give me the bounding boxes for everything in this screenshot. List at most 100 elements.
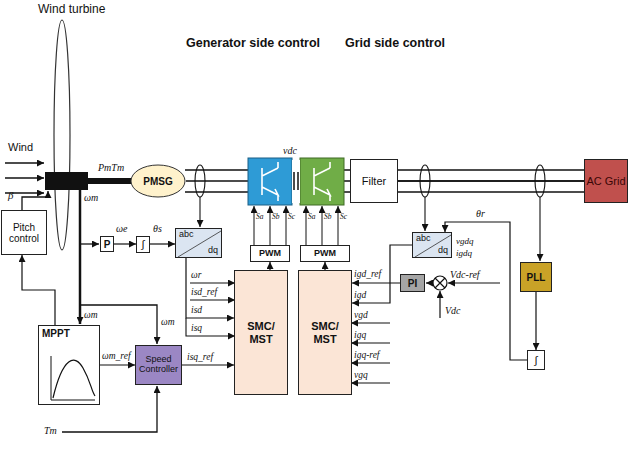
signal-name: θs bbox=[153, 224, 162, 234]
signal-name: igd bbox=[354, 291, 366, 301]
pitch-signal bbox=[22, 191, 48, 210]
signal-connector bbox=[398, 180, 584, 181]
signal-connector bbox=[324, 262, 325, 270]
signal-name: igq bbox=[354, 331, 366, 341]
node-text: Pitch control bbox=[2, 222, 46, 244]
grid-converter bbox=[300, 158, 344, 205]
wind-arrow bbox=[5, 162, 44, 163]
dc-link-capacitor bbox=[293, 172, 295, 190]
dc-link-capacitor bbox=[292, 160, 300, 203]
integrator-box: ∫ bbox=[136, 236, 150, 253]
node-text: dq bbox=[208, 246, 218, 256]
signal-connector bbox=[269, 262, 270, 270]
signal-connector bbox=[22, 255, 55, 325]
control-input bbox=[186, 283, 390, 383]
signal-connector bbox=[182, 364, 234, 365]
node-text: abc bbox=[416, 234, 431, 244]
summing-junction bbox=[448, 282, 500, 283]
signal-name: Sc bbox=[340, 213, 347, 221]
grid-box: AC Grid bbox=[584, 159, 628, 203]
signal-name: Wind turbine bbox=[38, 3, 105, 15]
signal-name: igq-ref bbox=[354, 351, 380, 361]
signal-name: ωm bbox=[84, 193, 98, 203]
node-text: dq bbox=[438, 246, 448, 256]
node-text: ∫ bbox=[141, 238, 144, 250]
generator-converter bbox=[262, 162, 278, 201]
control-input bbox=[186, 318, 235, 336]
signal-connector bbox=[352, 282, 400, 283]
turbine-blade bbox=[54, 20, 70, 250]
sensor-wire bbox=[199, 197, 200, 227]
signal-name: Sc bbox=[288, 213, 295, 221]
filter-box: Filter bbox=[350, 159, 398, 203]
speed-signal bbox=[80, 190, 157, 344]
control-input bbox=[351, 342, 390, 343]
mppt-box: MPPT bbox=[38, 325, 100, 405]
node-text: P bbox=[104, 239, 111, 250]
control-input bbox=[351, 382, 390, 383]
node-text: PWM bbox=[259, 249, 281, 259]
signal-name: ωr bbox=[191, 271, 201, 281]
summing-junction bbox=[426, 276, 500, 318]
signal-connector bbox=[150, 243, 175, 244]
generator-outline bbox=[131, 165, 185, 197]
signal-name: isq_ref bbox=[187, 353, 213, 363]
section-heading: Generator side control bbox=[186, 37, 320, 50]
speed-signal bbox=[80, 243, 99, 244]
signal-name: igdq bbox=[456, 249, 472, 258]
signal-name: Sa bbox=[256, 213, 264, 221]
signal-name: ωm bbox=[161, 318, 175, 328]
signal-name: Vdc bbox=[445, 306, 461, 316]
node-text: SMC/ MST bbox=[235, 320, 287, 344]
signal-name: Vdc-ref bbox=[450, 270, 480, 280]
node-text: Filter bbox=[362, 175, 386, 187]
signal-name: vgdq bbox=[456, 237, 474, 246]
turbine-blade bbox=[54, 20, 70, 250]
dc-link-capacitor bbox=[297, 172, 299, 190]
transform-slash bbox=[415, 235, 451, 257]
switching-signal bbox=[286, 206, 287, 245]
dc-link-capacitor bbox=[292, 160, 300, 203]
controller-box: SMC/ MST bbox=[234, 270, 288, 395]
summing-junction bbox=[426, 282, 433, 283]
pi-box: PI bbox=[400, 274, 425, 292]
signal-name: Tm bbox=[44, 426, 57, 436]
generator-converter bbox=[248, 158, 292, 205]
switching-signal bbox=[338, 206, 339, 245]
transform-box: abcdq bbox=[175, 228, 222, 258]
signal-name: θr bbox=[476, 209, 485, 219]
switching-signal bbox=[306, 206, 307, 245]
node-text: AC Grid bbox=[586, 175, 625, 187]
signal-connector bbox=[535, 292, 536, 350]
wind-arrow bbox=[5, 163, 44, 193]
generator-circle: PMSG bbox=[130, 164, 186, 198]
node-text: PMSG bbox=[143, 176, 172, 187]
drive-shaft bbox=[88, 181, 131, 182]
transform-box: abcdq bbox=[412, 232, 452, 258]
summing-junction bbox=[439, 291, 440, 318]
wind-arrow bbox=[5, 177, 44, 178]
node-text: SMC/ MST bbox=[299, 320, 351, 344]
speed-signal bbox=[79, 190, 82, 324]
sensor-wire bbox=[424, 197, 425, 231]
switching-signal bbox=[254, 206, 255, 245]
node-text: Speed Controller bbox=[136, 355, 181, 375]
node-text: PWM bbox=[314, 249, 336, 259]
signal-name: vgq bbox=[354, 371, 368, 381]
control-input bbox=[190, 282, 235, 283]
pwm-box: PWM bbox=[250, 245, 290, 262]
speed-controller-box: Speed Controller bbox=[135, 345, 182, 385]
gain-box: P bbox=[100, 236, 114, 252]
signal-name: Wind bbox=[8, 142, 33, 153]
signal-connector bbox=[114, 243, 136, 244]
signal-name: PmTm bbox=[98, 163, 124, 173]
signal-connector bbox=[100, 364, 135, 365]
turbine-hub bbox=[45, 172, 88, 190]
integrator-box: ∫ bbox=[527, 350, 545, 370]
signal-name: vdc bbox=[283, 146, 297, 156]
signal-connector bbox=[445, 222, 527, 360]
control-input bbox=[190, 299, 235, 300]
current-sensor bbox=[195, 165, 205, 197]
signal-connector bbox=[186, 258, 234, 318]
switching-signal bbox=[254, 206, 338, 245]
